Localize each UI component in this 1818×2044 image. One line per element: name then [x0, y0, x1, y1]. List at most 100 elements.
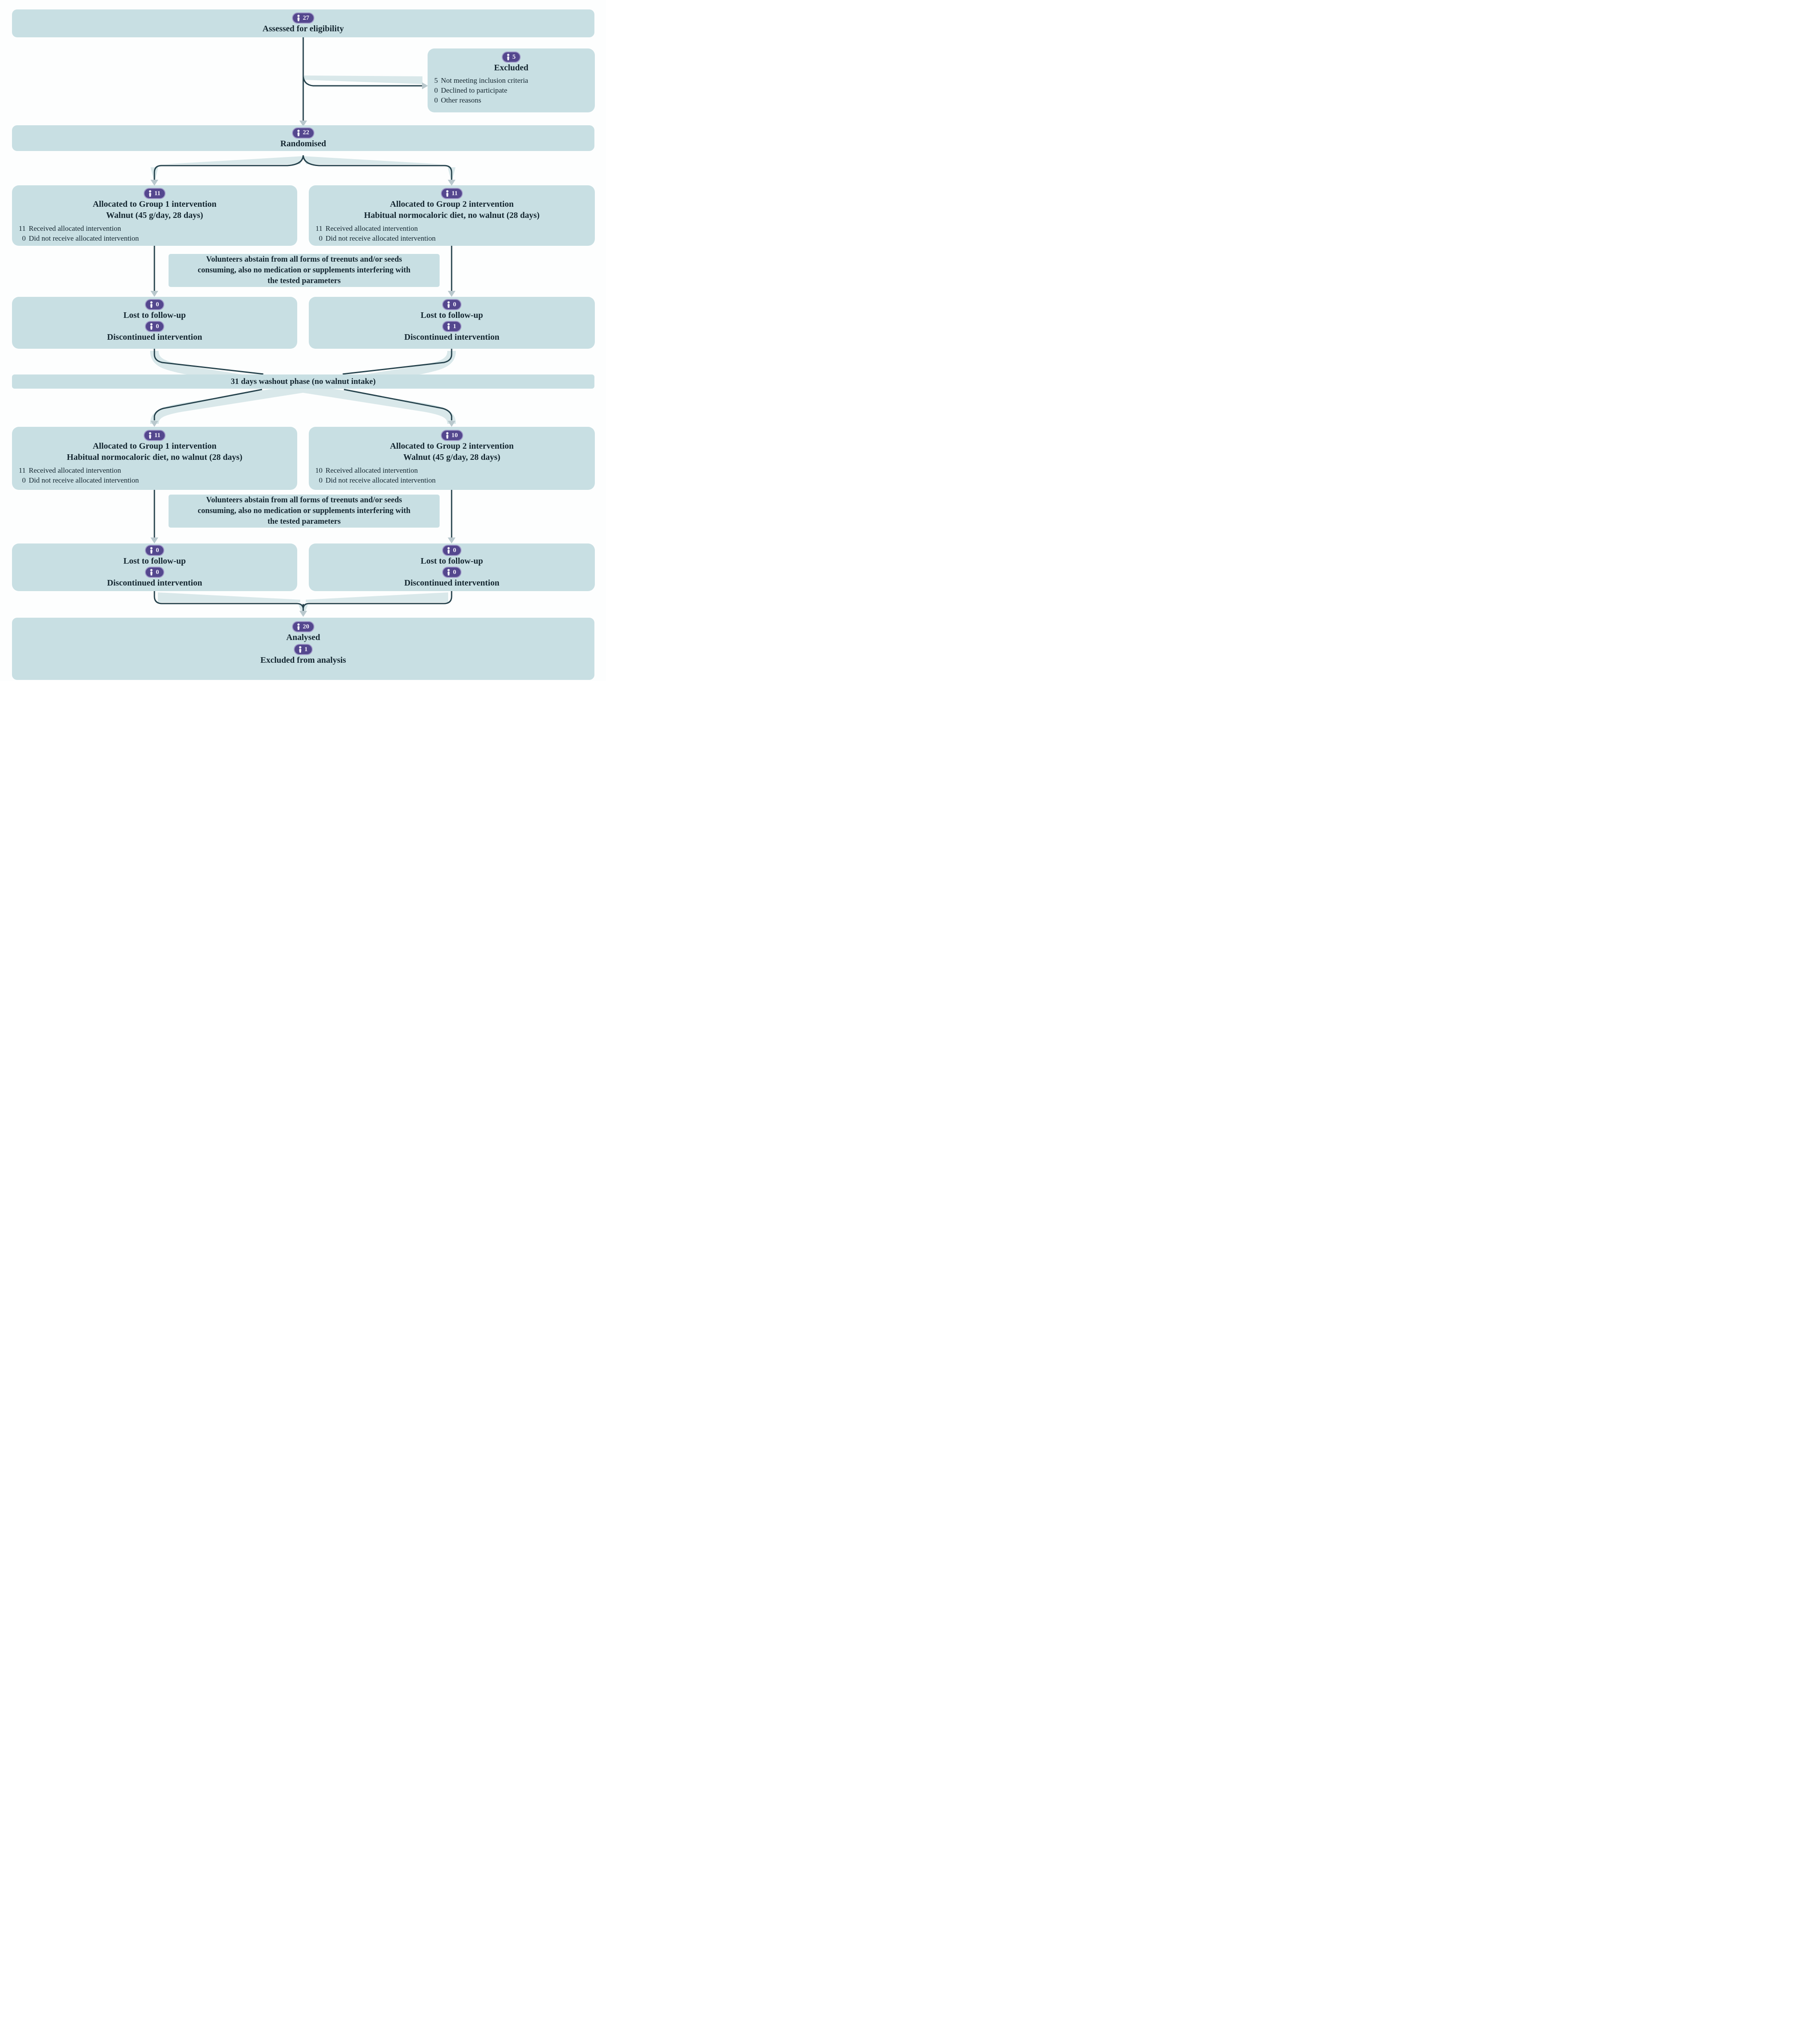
- connector-cross-lower-left: [154, 389, 262, 420]
- row-count: 0: [22, 234, 26, 242]
- alloc-list-row: 10 Received allocated intervention: [309, 465, 595, 475]
- analysed-excluded-count: 1: [304, 646, 308, 653]
- row-count: 10: [315, 466, 323, 474]
- row-count: 0: [319, 234, 323, 242]
- arrowhead-lost2-left: [151, 537, 158, 543]
- person-icon: [148, 432, 152, 439]
- reason-label: Declined to participate: [441, 86, 507, 94]
- arrowhead-excluded: [422, 82, 428, 89]
- alloc1-group2-title: Allocated to Group 2 intervention: [390, 199, 514, 209]
- alloc1-group1-count: 11: [154, 190, 161, 197]
- lost-count: 0: [453, 546, 456, 554]
- connector-cross-upper-right: [342, 349, 452, 375]
- analysed-excluded-badge: 1: [293, 644, 313, 655]
- person-icon: [149, 301, 154, 308]
- alloc1-group1-subtitle: Walnut (45 g/day, 28 days): [106, 211, 203, 220]
- row-label: Did not receive allocated intervention: [29, 476, 139, 484]
- reason-count: 5: [434, 76, 438, 85]
- lost2-group1-box: 0 Lost to follow-up 0 Discontinued inter…: [12, 543, 297, 591]
- analysed-count: 20: [303, 623, 309, 630]
- lost-count: 0: [156, 546, 159, 554]
- person-icon: [149, 569, 154, 576]
- row-label: Received allocated intervention: [29, 466, 121, 474]
- lost1-group2-disc-badge: 1: [442, 321, 461, 332]
- lost1-group1-disc-badge: 0: [145, 321, 164, 332]
- excluded-reason-row: 0 Other reasons: [428, 95, 595, 105]
- arrowhead-lost2-right: [448, 537, 455, 543]
- excluded-box: 5 Excluded 5 Not meeting inclusion crite…: [428, 48, 595, 112]
- excluded-reasons-list: 5 Not meeting inclusion criteria 0 Decli…: [428, 75, 595, 105]
- alloc-list-row: 11 Received allocated intervention: [309, 223, 595, 233]
- alloc2-group1-title: Allocated to Group 1 intervention: [93, 441, 217, 451]
- arrowhead-alloc2-right: [448, 421, 455, 427]
- washout-text: 31 days washout phase (no walnut intake): [231, 377, 376, 386]
- reason-count: 0: [434, 96, 438, 104]
- note1-box: Volunteers abstain from all forms of tre…: [169, 254, 440, 287]
- alloc2-group1-subtitle: Habitual normocaloric diet, no walnut (2…: [66, 453, 243, 462]
- randomised-box: 22 Randomised: [12, 125, 594, 151]
- row-count: 11: [315, 224, 323, 232]
- row-label: Received allocated intervention: [326, 224, 418, 232]
- lost2-group1-disc-badge: 0: [145, 567, 164, 578]
- assessed-count: 27: [303, 14, 309, 21]
- disc-count: 0: [156, 568, 159, 576]
- row-count: 11: [18, 466, 26, 474]
- alloc1-group1-count-badge: 11: [143, 188, 166, 199]
- person-icon: [446, 323, 451, 330]
- connector-excluded: [302, 76, 422, 87]
- excluded-title: Excluded: [494, 63, 529, 72]
- reason-label: Other reasons: [441, 96, 481, 104]
- lost2-group2-lost-badge: 0: [442, 545, 461, 556]
- lost-label: Lost to follow-up: [420, 556, 483, 566]
- row-label: Received allocated intervention: [29, 224, 121, 232]
- person-icon: [506, 54, 510, 60]
- person-icon: [446, 569, 451, 576]
- note1-line: the tested parameters: [267, 277, 341, 285]
- note2-box: Volunteers abstain from all forms of tre…: [169, 495, 440, 528]
- alloc2-group2-title: Allocated to Group 2 intervention: [390, 441, 514, 451]
- alloc-list-row: 11 Received allocated intervention: [12, 465, 297, 475]
- person-icon: [446, 301, 451, 308]
- lost1-group2-box: 0 Lost to follow-up 1 Discontinued inter…: [309, 297, 595, 349]
- row-label: Did not receive allocated intervention: [326, 476, 436, 484]
- disc-label: Discontinued intervention: [404, 578, 500, 588]
- row-label: Received allocated intervention: [326, 466, 418, 474]
- excluded-reason-row: 5 Not meeting inclusion criteria: [428, 75, 595, 85]
- alloc1-group1-title: Allocated to Group 1 intervention: [93, 199, 217, 209]
- analysed-box: 20 Analysed 1 Excluded from analysis: [12, 618, 594, 680]
- arrowhead-randomised: [299, 121, 307, 127]
- randomised-count: 22: [303, 129, 309, 136]
- person-icon: [445, 190, 449, 197]
- lost-count: 0: [453, 301, 456, 308]
- person-icon: [149, 547, 154, 554]
- arrowhead-analysed: [299, 611, 307, 617]
- arrowhead-alloc1-right: [448, 180, 455, 186]
- note1-line: consuming, also no medication or supplem…: [197, 266, 411, 275]
- lost-label: Lost to follow-up: [123, 556, 186, 566]
- alloc2-group2-list: 10 Received allocated intervention 0 Did…: [309, 465, 595, 485]
- alloc1-group2-list: 11 Received allocated intervention 0 Did…: [309, 223, 595, 243]
- lost2-group2-disc-badge: 0: [442, 567, 461, 578]
- alloc-list-row: 0 Did not receive allocated intervention: [12, 475, 297, 485]
- arrowhead-alloc1-left: [151, 180, 158, 186]
- row-label: Did not receive allocated intervention: [29, 234, 139, 242]
- lost-label: Lost to follow-up: [420, 311, 483, 320]
- person-icon: [149, 323, 154, 330]
- person-icon: [296, 130, 301, 136]
- assessed-box: 27 Assessed for eligibility: [12, 9, 594, 37]
- alloc1-group2-box: 11 Allocated to Group 2 intervention Hab…: [309, 185, 595, 246]
- reason-count: 0: [434, 86, 438, 94]
- excluded-count: 5: [512, 53, 516, 60]
- alloc2-group1-box: 11 Allocated to Group 1 intervention Hab…: [12, 427, 297, 490]
- arrowhead-alloc2-left: [151, 421, 158, 427]
- alloc2-group1-list: 11 Received allocated intervention 0 Did…: [12, 465, 297, 485]
- disc-count: 0: [453, 568, 456, 576]
- row-count: 0: [22, 476, 26, 484]
- note2-line: the tested parameters: [267, 517, 341, 526]
- note2-line: Volunteers abstain from all forms of tre…: [206, 496, 402, 504]
- excluded-reason-row: 0 Declined to participate: [428, 85, 595, 95]
- alloc1-group1-list: 11 Received allocated intervention 0 Did…: [12, 223, 297, 243]
- connector-cross-lower-right: [344, 389, 452, 420]
- person-icon: [445, 432, 449, 439]
- alloc-list-row: 0 Did not receive allocated intervention: [309, 475, 595, 485]
